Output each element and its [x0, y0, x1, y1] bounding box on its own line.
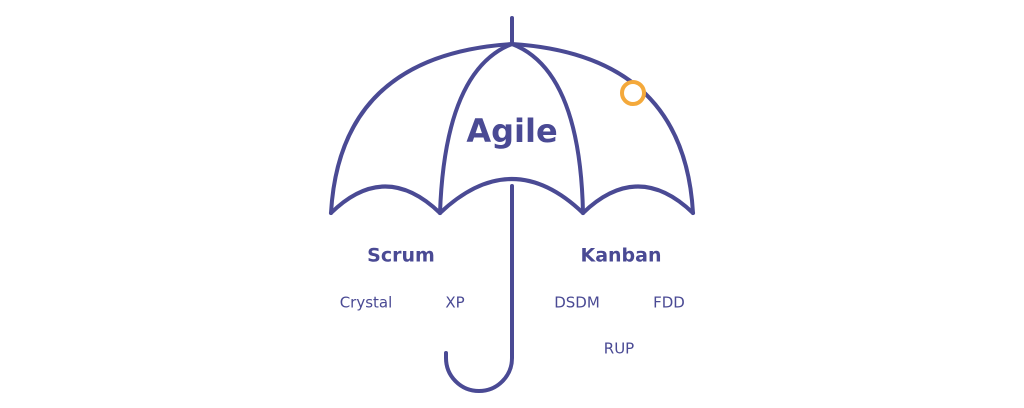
crystal-label: Crystal	[339, 293, 393, 312]
accent-ring-icon	[620, 80, 646, 106]
umbrella-rib-right	[510, 42, 585, 215]
agile-label: Agile	[466, 112, 558, 150]
umbrella-rib-left	[438, 42, 514, 215]
umbrella-scallop-center	[438, 177, 585, 215]
umbrella-scallop-right	[581, 184, 695, 215]
kanban-label: Kanban	[580, 244, 662, 267]
umbrella-scallop-left	[329, 184, 442, 215]
dsdm-label: DSDM	[554, 293, 600, 312]
rup-label: RUP	[603, 339, 635, 358]
umbrella-handle	[444, 184, 514, 393]
xp-label: XP	[445, 293, 465, 312]
fdd-label: FDD	[653, 293, 685, 312]
scrum-label: Scrum	[367, 244, 435, 267]
